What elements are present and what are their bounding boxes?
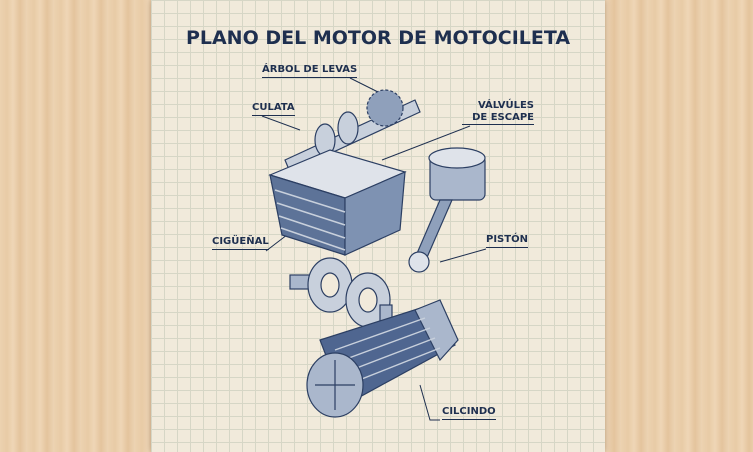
- piston-part: [408, 147, 486, 273]
- label-exhaust-valves: VÁLVÚLES DE ESCAPE: [462, 100, 534, 125]
- leader-piston: [439, 248, 487, 263]
- leader-head: [261, 115, 301, 131]
- leader-cylinder: [419, 384, 440, 421]
- label-cylinder-head: CULATA: [252, 102, 295, 116]
- page-title: PLANO DEL MOTOR DE MOTOCILETA: [185, 27, 571, 49]
- label-piston: PISTÓN: [486, 234, 528, 248]
- label-camshaft: ÁRBOL DE LEVAS: [262, 64, 358, 78]
- leader-camshaft: [349, 77, 379, 93]
- label-cylinder: CILCINDO: [442, 406, 496, 420]
- crankshaft-part: [289, 257, 393, 328]
- leader-valves: [381, 125, 471, 161]
- cylinder-head-part: [268, 149, 407, 256]
- camshaft-part: [284, 89, 421, 173]
- label-exhaust-valves-line1: VÁLVÚLES: [477, 100, 534, 111]
- label-exhaust-valves-line2: DE ESCAPE: [462, 112, 534, 125]
- label-crankshaft: CIGÜEÑAL: [212, 236, 269, 250]
- cylinder-part: [306, 299, 459, 418]
